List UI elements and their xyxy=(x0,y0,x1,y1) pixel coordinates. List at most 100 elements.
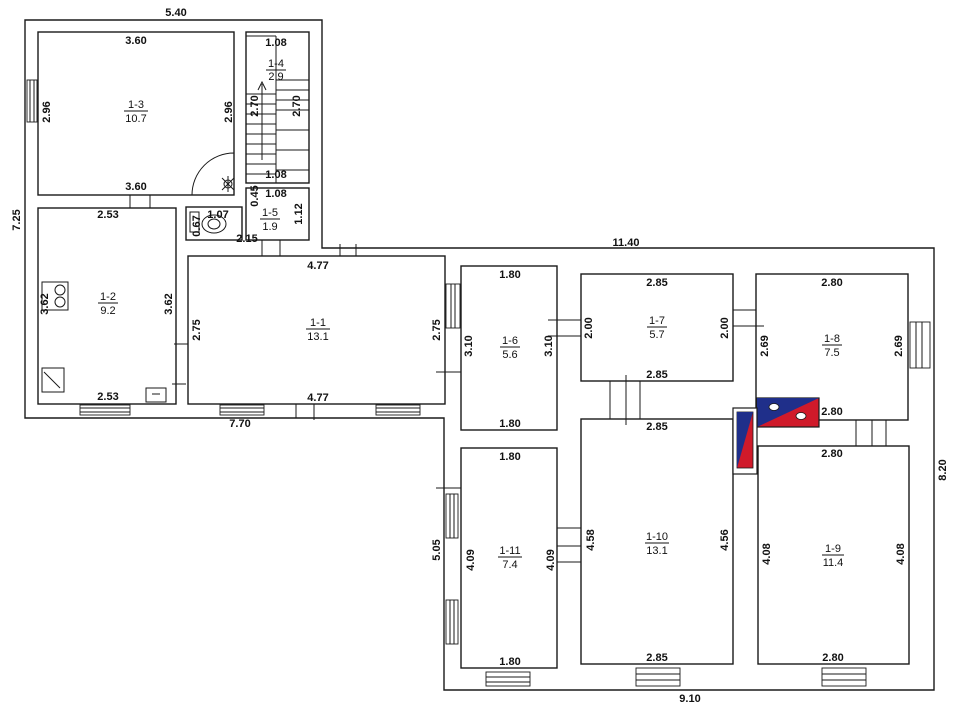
dim-r16-top: 1.80 xyxy=(499,269,520,281)
room-label-1-3: 1-3 10.7 xyxy=(124,99,148,125)
dim-r15-right: 1.12 xyxy=(293,203,305,224)
dim-r15-small: 0.45 xyxy=(249,185,261,206)
room-id: 1-11 xyxy=(499,545,520,557)
room-area: 5.7 xyxy=(649,329,664,341)
dim-r14-left: 2.70 xyxy=(249,95,261,116)
room-1-4 xyxy=(245,31,310,184)
dim-r15-inner-b: 0.67 xyxy=(191,215,203,236)
dim-r12-right: 3.62 xyxy=(163,293,175,314)
room-1-5 xyxy=(245,187,310,241)
dim-r12-top: 2.53 xyxy=(97,209,118,221)
dim-r16-right: 3.10 xyxy=(543,335,555,356)
dim-r14-right: 2.70 xyxy=(291,95,303,116)
room-label-1-5: 1-5 1.9 xyxy=(260,207,280,233)
dim-r19-right: 4.08 xyxy=(895,543,907,564)
dim-r11-bottom: 4.77 xyxy=(307,392,328,404)
ceiling-light-icon xyxy=(221,176,235,192)
room-label-1-8: 1-8 7.5 xyxy=(822,333,842,359)
stove-vertical xyxy=(732,407,758,475)
dim-r110-bottom: 2.85 xyxy=(646,652,667,664)
dim-r19-top: 2.80 xyxy=(821,448,842,460)
toilet-icon xyxy=(189,211,227,234)
room-1-1 xyxy=(187,255,446,405)
room-area: 9.2 xyxy=(100,305,115,317)
room-label-1-10: 1-10 13.1 xyxy=(645,531,669,557)
door-swing-arc xyxy=(191,152,235,196)
dim-r12-bottom: 2.53 xyxy=(97,391,118,403)
dim-r17-left: 2.00 xyxy=(583,317,595,338)
dim-r13-top: 3.60 xyxy=(125,35,146,47)
dim-top-overall: 5.40 xyxy=(165,7,186,19)
room-area: 13.1 xyxy=(307,331,328,343)
room-area: 5.6 xyxy=(502,349,517,361)
dim-r17-top: 2.85 xyxy=(646,277,667,289)
room-area: 7.4 xyxy=(502,559,517,571)
dim-r19-left: 4.08 xyxy=(761,543,773,564)
room-label-1-1: 1-1 13.1 xyxy=(306,317,330,343)
room-area: 1.9 xyxy=(262,221,277,233)
room-label-1-6: 1-6 5.6 xyxy=(500,335,520,361)
room-id: 1-5 xyxy=(262,207,278,219)
dim-r16-left: 3.10 xyxy=(463,335,475,356)
dim-left-7-25: 7.25 xyxy=(11,209,23,230)
room-area: 13.1 xyxy=(646,545,667,557)
room-id: 1-9 xyxy=(825,543,841,555)
room-id: 1-8 xyxy=(824,333,840,345)
radiator-icon xyxy=(145,387,167,403)
room-area: 11.4 xyxy=(823,557,844,569)
windows xyxy=(26,79,931,687)
dim-r11-top: 4.77 xyxy=(307,260,328,272)
dim-r18-top: 2.80 xyxy=(821,277,842,289)
dim-r15-top: 1.08 xyxy=(265,188,286,200)
dim-r17-right: 2.00 xyxy=(719,317,731,338)
dim-r18-left: 2.69 xyxy=(759,335,771,356)
room-area: 2.9 xyxy=(268,71,283,83)
dim-right-8-20: 8.20 xyxy=(937,459,949,480)
stove-horizontal xyxy=(756,397,820,428)
room-id: 1-3 xyxy=(128,99,144,111)
room-label-1-9: 1-9 11.4 xyxy=(822,543,844,569)
dim-r13-bottom: 3.60 xyxy=(125,181,146,193)
dimension-labels: 5.40 3.60 3.60 1.08 1.08 1.08 1.07 2.15 … xyxy=(97,7,843,705)
dim-r19-bottom: 2.80 xyxy=(822,652,843,664)
staircase xyxy=(246,35,309,183)
dim-r12-left: 3.62 xyxy=(39,293,51,314)
room-id: 1-1 xyxy=(310,317,326,329)
room-label-1-4: 1-4 2.9 xyxy=(266,58,286,83)
dim-r18-bottom: 2.80 xyxy=(821,406,842,418)
dim-r14-top: 1.08 xyxy=(265,37,286,49)
dim-r111-top: 1.80 xyxy=(499,451,520,463)
room-id: 1-4 xyxy=(268,58,284,70)
dim-r15-inner-a: 1.07 xyxy=(207,209,228,221)
dim-r110-right: 4.56 xyxy=(719,529,731,550)
vertical-dimension-labels: 7.25 2.96 2.96 2.70 2.70 0.45 0.67 1.12 … xyxy=(11,95,949,570)
dim-r110-left: 4.58 xyxy=(585,529,597,550)
room-id: 1-6 xyxy=(502,335,518,347)
dim-r11-left: 2.75 xyxy=(191,319,203,340)
dim-bottom-9-10: 9.10 xyxy=(679,693,700,705)
dim-right-11-40: 11.40 xyxy=(613,237,640,249)
dim-left-5-05: 5.05 xyxy=(431,539,443,560)
dim-r14-bottom: 1.08 xyxy=(265,169,286,181)
room-id: 1-2 xyxy=(100,291,116,303)
dim-r111-right: 4.09 xyxy=(545,549,557,570)
room-area: 7.5 xyxy=(824,347,839,359)
room-label-1-11: 1-11 7.4 xyxy=(498,545,522,571)
room-label-1-2: 1-2 9.2 xyxy=(98,291,118,317)
dim-r110-top: 2.85 xyxy=(646,421,667,433)
sink-icon xyxy=(41,367,65,393)
room-1-6 xyxy=(460,265,558,431)
dim-r18-right: 2.69 xyxy=(893,335,905,356)
dim-r111-bottom: 1.80 xyxy=(499,656,520,668)
dim-bottom-7-70: 7.70 xyxy=(229,418,250,430)
dim-r11-right: 2.75 xyxy=(431,319,443,340)
room-1-8 xyxy=(755,273,909,421)
room-label-1-7: 1-7 5.7 xyxy=(647,315,667,341)
stair-arrow-icon xyxy=(257,80,267,160)
room-id: 1-7 xyxy=(649,315,665,327)
dim-r13-left: 2.96 xyxy=(41,101,53,122)
room-id: 1-10 xyxy=(646,531,668,543)
dim-r17-bottom: 2.85 xyxy=(646,369,667,381)
room-1-11 xyxy=(460,447,558,669)
